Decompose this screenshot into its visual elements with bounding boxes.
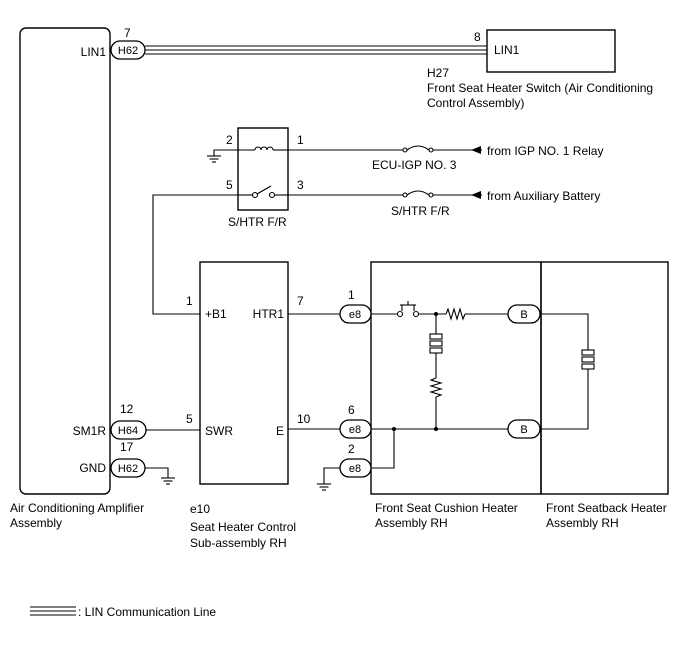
legend-lin-line-icon (30, 606, 76, 616)
connector-e8-6-label: e8 (349, 424, 361, 436)
seatback-heater-name-2: Assembly RH (546, 516, 619, 530)
ac-amplifier-box (19, 27, 111, 495)
relay-pin-1: 1 (297, 133, 304, 147)
ground-icon (161, 477, 175, 485)
connector-h62-gnd-label: H62 (118, 463, 138, 475)
source-igp-label: from IGP NO. 1 Relay (487, 144, 603, 158)
pin-e-label: E (276, 424, 284, 438)
heater-element-icon (581, 349, 595, 370)
pin-1-e8: 1 (348, 288, 355, 302)
heater-switch-name-2: Control Assembly) (427, 96, 524, 110)
control-sub-name-1: Seat Heater Control (190, 520, 296, 534)
resistor-icon (445, 307, 466, 321)
ground-icon (317, 483, 331, 491)
amp-pin-gnd: GND (79, 461, 106, 475)
pin-8: 8 (474, 30, 481, 44)
relay-label: S/HTR F/R (228, 215, 287, 229)
relay-pin-3: 3 (297, 178, 304, 192)
pin-6-e8: 6 (348, 403, 355, 417)
pin-htr1-label: HTR1 (253, 307, 285, 321)
connector-h62-top (110, 40, 146, 60)
connector-b-top-label: B (520, 309, 527, 321)
control-sub-name-2: Sub-assembly RH (190, 536, 287, 550)
cushion-heater-name-1: Front Seat Cushion Heater (375, 501, 518, 515)
amp-pin-lin1: LIN1 (81, 45, 107, 59)
ground-icon (207, 155, 221, 163)
heater-switch-box (486, 29, 616, 73)
ac-amplifier-name-1: Air Conditioning Amplifier (10, 501, 144, 515)
source-aux-label: from Auxiliary Battery (487, 189, 600, 203)
connector-b-bottom-label: B (520, 424, 527, 436)
connector-h64 (110, 420, 147, 440)
pin-17: 17 (120, 440, 134, 454)
heater-switch-name-1: Front Seat Heater Switch (Air Conditioni… (427, 81, 653, 95)
cushion-heater-name-2: Assembly RH (375, 516, 448, 530)
pin-2-e8: 2 (348, 442, 355, 456)
pin-1-b1: 1 (186, 294, 193, 308)
control-sub-code: e10 (190, 502, 210, 516)
relay-box (237, 127, 289, 211)
pin-swr-label: SWR (205, 424, 233, 438)
pin-7-h62: 7 (124, 26, 131, 40)
fuse-ecu-igp-label: ECU-IGP NO. 3 (372, 158, 457, 172)
connector-e8-2-label: e8 (349, 463, 361, 475)
heater-element-icon (429, 333, 443, 354)
seatback-heater-name-1: Front Seatback Heater (546, 501, 667, 515)
connector-h64-label: H64 (118, 425, 138, 437)
ac-amplifier-name-2: Assembly (10, 516, 62, 530)
fuse-shtr-label: S/HTR F/R (391, 204, 450, 218)
lin-communication-line (145, 45, 487, 55)
pin-b1-label: +B1 (205, 307, 227, 321)
pin-10-e: 10 (297, 412, 311, 426)
heater-switch-lin1: LIN1 (494, 43, 520, 57)
pin-5-swr: 5 (186, 412, 193, 426)
cushion-heater-box (370, 261, 542, 495)
amp-pin-sm1r: SM1R (73, 424, 107, 438)
connector-h62-top-label: H62 (118, 45, 138, 57)
control-sub-box (199, 261, 289, 485)
heater-switch-code: H27 (427, 66, 449, 80)
thermostat-icon (396, 301, 420, 318)
connector-e8-1-label: e8 (349, 309, 361, 321)
relay-pin-5: 5 (226, 178, 233, 192)
relay-pin-2: 2 (226, 133, 233, 147)
pin-12: 12 (120, 402, 134, 416)
fuse-icon (402, 145, 434, 153)
relay-switch-icon (256, 185, 272, 195)
legend-text: : LIN Communication Line (78, 605, 216, 619)
resistor-icon (429, 377, 443, 398)
pin-7-htr1: 7 (297, 294, 304, 308)
relay-coil-icon (254, 146, 274, 151)
fuse-icon (402, 190, 434, 198)
seatback-heater-box (540, 261, 669, 495)
